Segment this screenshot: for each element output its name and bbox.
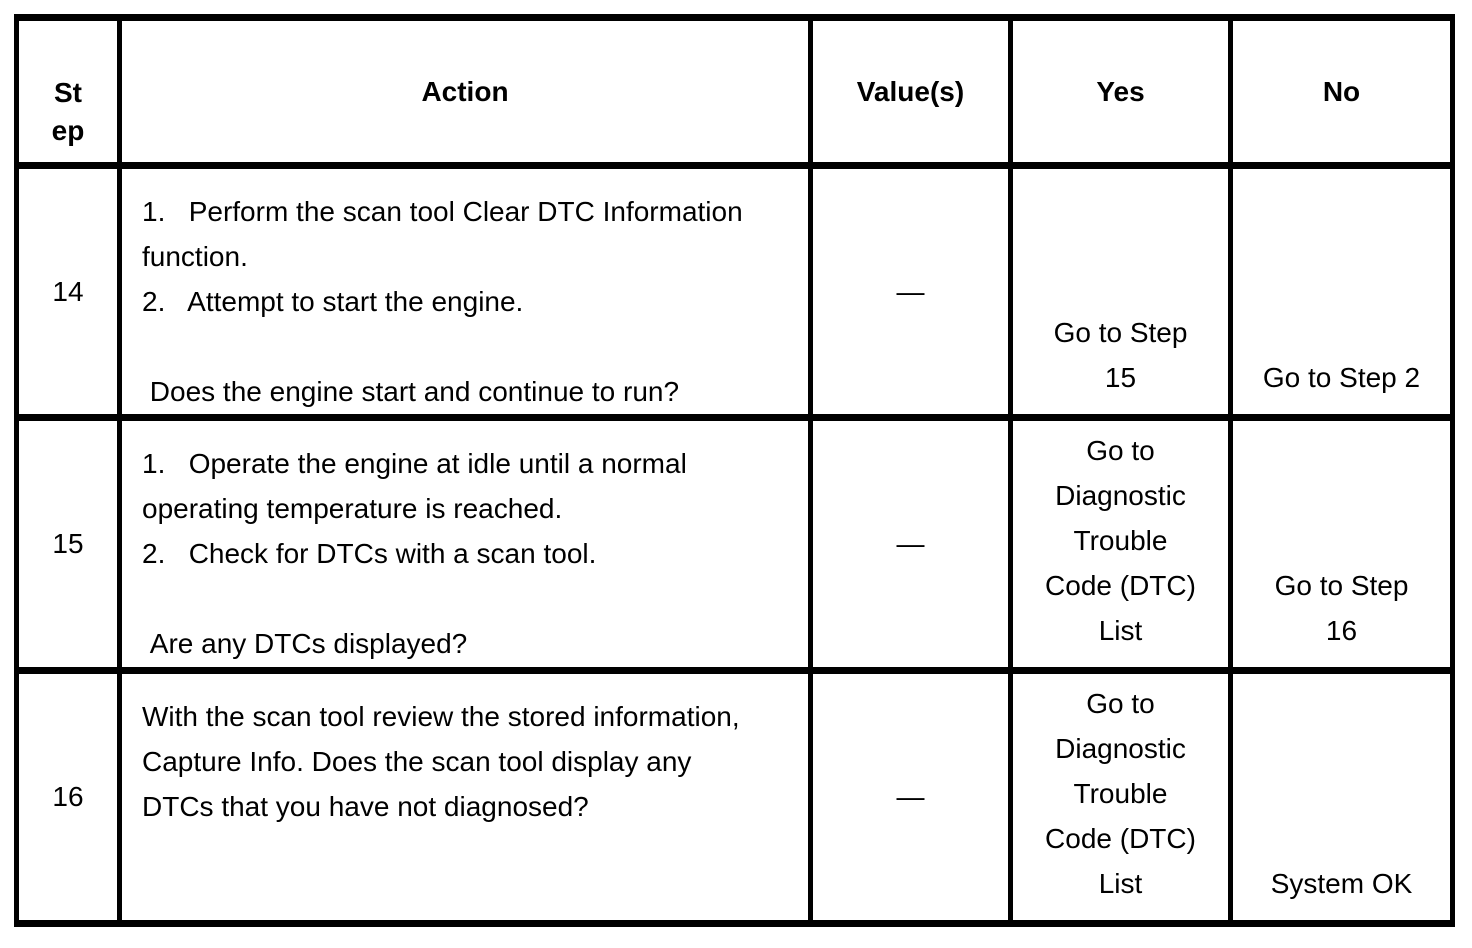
action-cell: 1. Perform the scan tool Clear DTC Infor…	[117, 162, 813, 421]
header-row: St ep Action Value(s) Yes No	[14, 14, 1455, 169]
action-cell: With the scan tool review the stored inf…	[117, 667, 813, 927]
column-header-step: St ep	[14, 14, 122, 169]
values-cell: —	[808, 162, 1013, 421]
no-cell: System OK	[1228, 667, 1455, 927]
values-cell: —	[808, 667, 1013, 927]
action-cell: 1. Operate the engine at idle until a no…	[117, 414, 813, 674]
table-row-step-15: 15 1. Operate the engine at idle until a…	[14, 414, 1455, 674]
column-header-values: Value(s)	[808, 14, 1013, 169]
no-cell: Go to Step 16	[1228, 414, 1455, 674]
table-row-step-16: 16 With the scan tool review the stored …	[14, 667, 1455, 927]
step-cell: 15	[14, 414, 122, 674]
no-cell: Go to Step 2	[1228, 162, 1455, 421]
yes-cell: Go to Diagnostic Trouble Code (DTC) List	[1008, 667, 1233, 927]
column-header-action: Action	[117, 14, 813, 169]
yes-cell: Go to Step 15	[1008, 162, 1233, 421]
table-row-step-14: 14 1. Perform the scan tool Clear DTC In…	[14, 162, 1455, 421]
yes-cell: Go to Diagnostic Trouble Code (DTC) List	[1008, 414, 1233, 674]
step-cell: 16	[14, 667, 122, 927]
values-cell: —	[808, 414, 1013, 674]
column-header-no: No	[1228, 14, 1455, 169]
step-cell: 14	[14, 162, 122, 421]
diagnostic-step-table: St ep Action Value(s) Yes No 14 1. Perfo…	[14, 14, 1455, 927]
column-header-yes: Yes	[1008, 14, 1233, 169]
